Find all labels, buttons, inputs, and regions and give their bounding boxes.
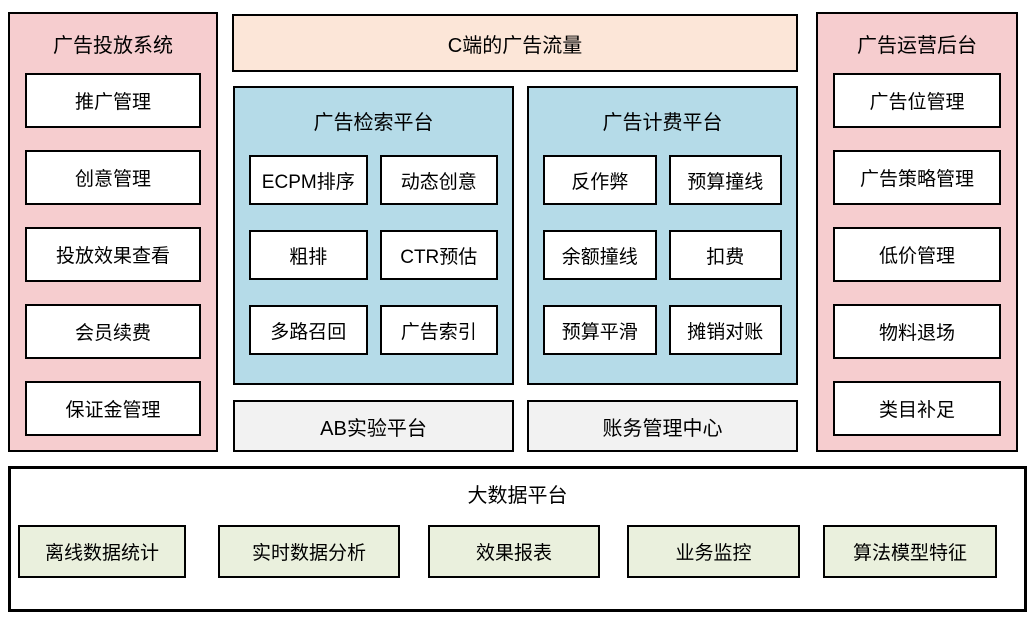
ad-search-platform-title: 广告检索平台 xyxy=(313,111,434,134)
module-box: CTR预估 xyxy=(379,230,498,280)
module-box: ECPM排序 xyxy=(249,155,368,205)
module-box: 物料退场 xyxy=(833,304,1001,359)
ad-search-platform-panel: 广告检索平台 ECPM排序 动态创意 粗排 CTR预估 多路召回 广告索引 xyxy=(233,86,514,385)
module-box: 推广管理 xyxy=(25,73,201,128)
module-box: 投放效果查看 xyxy=(25,227,201,282)
module-box: 低价管理 xyxy=(833,227,1001,282)
module-box: 粗排 xyxy=(249,230,368,280)
ad-operation-backend-panel: 广告运营后台 广告位管理 广告策略管理 低价管理 物料退场 类目补足 xyxy=(816,12,1018,452)
module-box: 广告索引 xyxy=(379,305,498,355)
module-box: 摊销对账 xyxy=(668,305,782,355)
c-side-traffic-banner: C端的广告流量 xyxy=(232,14,798,72)
ad-billing-platform-grid: 反作弊 预算撞线 余额撞线 扣费 预算平滑 摊销对账 xyxy=(529,152,796,355)
ad-billing-platform-title: 广告计费平台 xyxy=(602,111,723,134)
module-box: 动态创意 xyxy=(379,155,498,205)
ad-billing-platform-panel: 广告计费平台 反作弊 预算撞线 余额撞线 扣费 预算平滑 摊销对账 xyxy=(527,86,798,385)
module-box: 余额撞线 xyxy=(543,230,657,280)
ad-delivery-system-title: 广告投放系统 xyxy=(53,35,173,57)
module-box: 预算撞线 xyxy=(668,155,782,205)
module-box: 创意管理 xyxy=(25,150,201,205)
module-box: 广告策略管理 xyxy=(833,150,1001,205)
module-box: 离线数据统计 xyxy=(18,525,186,578)
finance-management-center-bar: 账务管理中心 xyxy=(527,400,798,452)
ad-search-platform-grid: ECPM排序 动态创意 粗排 CTR预估 多路召回 广告索引 xyxy=(235,152,512,355)
module-box: 类目补足 xyxy=(833,381,1001,436)
ab-test-platform-bar: AB实验平台 xyxy=(233,400,514,452)
ad-operation-backend-title: 广告运营后台 xyxy=(857,35,977,57)
ad-delivery-system-panel: 广告投放系统 推广管理 创意管理 投放效果查看 会员续费 保证金管理 xyxy=(8,12,218,452)
big-data-platform-title: 大数据平台 xyxy=(467,484,568,507)
module-box: 业务监控 xyxy=(627,525,800,578)
module-box: 效果报表 xyxy=(428,525,600,578)
big-data-platform-panel: 大数据平台 离线数据统计 实时数据分析 效果报表 业务监控 算法模型特征 xyxy=(8,466,1027,612)
module-box: 多路召回 xyxy=(249,305,368,355)
module-box: 算法模型特征 xyxy=(823,525,997,578)
module-box: 预算平滑 xyxy=(543,305,657,355)
module-box: 保证金管理 xyxy=(25,381,201,436)
module-box: 扣费 xyxy=(668,230,782,280)
module-box: 反作弊 xyxy=(543,155,657,205)
module-box: 会员续费 xyxy=(25,304,201,359)
module-box: 广告位管理 xyxy=(833,73,1001,128)
module-box: 实时数据分析 xyxy=(218,525,400,578)
